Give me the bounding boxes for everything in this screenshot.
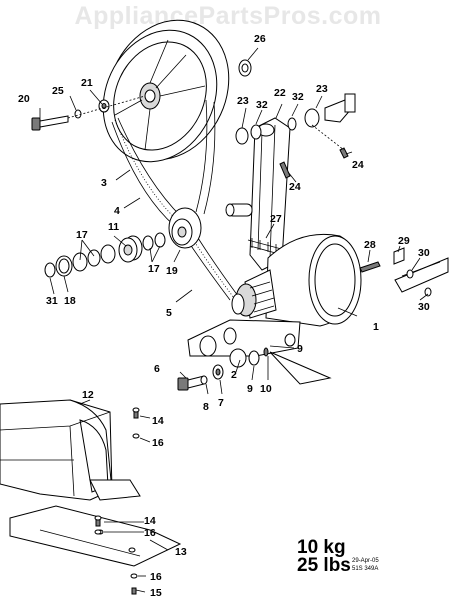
callout-22: 22: [274, 87, 286, 99]
callout-19: 19: [166, 265, 178, 277]
idler-pulley: [168, 207, 202, 249]
callout-16a: 16: [152, 437, 164, 449]
callout-1: 1: [373, 321, 379, 333]
callout-labels: 1 2 3 4 5 6 7 8 9 9 10 11 12 13 14 14 15…: [18, 33, 430, 599]
callout-4: 4: [114, 205, 120, 217]
callout-18: 18: [64, 295, 76, 307]
callout-3: 3: [101, 177, 107, 189]
callout-31: 31: [46, 295, 58, 307]
callout-32b: 32: [292, 91, 304, 103]
callout-16b: 16: [144, 527, 156, 539]
callout-32a: 32: [256, 99, 268, 111]
tensioner-arm: [225, 117, 291, 271]
callout-5: 5: [166, 307, 172, 319]
callout-8: 8: [203, 401, 209, 413]
callout-27: 27: [270, 213, 282, 225]
washers-left: [44, 255, 73, 278]
callout-30a: 30: [418, 247, 430, 259]
callout-9a: 9: [297, 343, 303, 355]
callout-30b: 30: [418, 301, 430, 313]
callout-28: 28: [364, 239, 376, 251]
leader-lines: [39, 47, 429, 593]
drawing-date: 29-Apr-05: [352, 558, 379, 564]
callout-10: 10: [260, 383, 272, 395]
callout-16c: 16: [150, 571, 162, 583]
callout-14a: 14: [152, 415, 164, 427]
clamp-bracket: [359, 247, 449, 297]
washer-26-hole: [241, 63, 249, 73]
callout-11: 11: [108, 221, 119, 233]
callout-26: 26: [254, 33, 266, 45]
pins-24: [279, 124, 349, 179]
callout-24b: 24: [289, 181, 301, 193]
callout-7: 7: [218, 397, 224, 409]
callout-12: 12: [82, 389, 94, 401]
drive-pulley: [102, 19, 230, 163]
callout-29: 29: [398, 235, 410, 247]
weight-kg: 10 kg: [297, 537, 346, 558]
callout-17a: 17: [76, 229, 88, 241]
pulley-bolt: [31, 95, 146, 131]
callout-24a: 24: [352, 159, 364, 171]
callout-13: 13: [175, 546, 187, 558]
tension-shaft: [235, 93, 356, 145]
small-fasteners: [94, 407, 140, 595]
callout-2: 2: [231, 369, 237, 381]
drive-housing: [0, 399, 141, 501]
callout-23a: 23: [237, 95, 249, 107]
watermark: AppliancePartsPros.com: [74, 2, 382, 30]
motor-bracket: [187, 319, 332, 385]
callout-15: 15: [150, 587, 162, 599]
drawing-code: 51S 349A: [352, 566, 379, 572]
callout-21: 21: [81, 77, 93, 89]
callout-20: 20: [18, 93, 30, 105]
callout-17b: 17: [148, 263, 160, 275]
callout-14b: 14: [144, 515, 156, 527]
callout-25: 25: [52, 85, 64, 97]
callout-9b: 9: [247, 383, 253, 395]
weight-lbs: 25 lbs: [297, 555, 351, 576]
drive-motor: [231, 233, 362, 327]
callout-6: 6: [154, 363, 160, 375]
callout-23b: 23: [316, 83, 328, 95]
